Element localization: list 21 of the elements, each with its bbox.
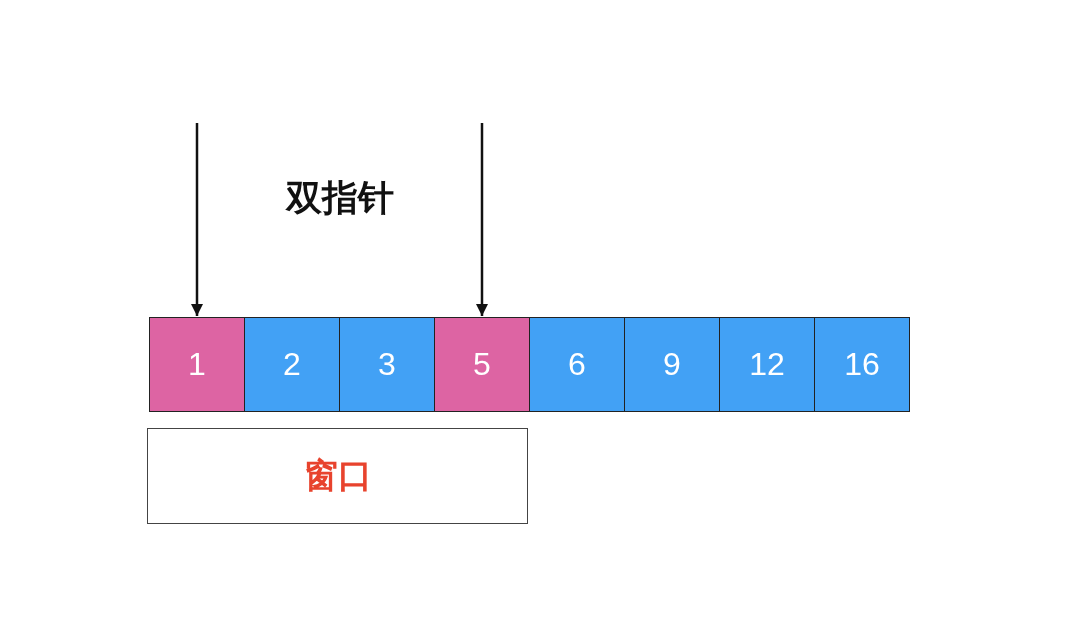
cell-value: 1 xyxy=(188,346,206,383)
array-cell xyxy=(529,317,625,412)
pointer-arrow xyxy=(475,123,489,316)
array-cell xyxy=(814,317,910,412)
heading-text: 双指针 xyxy=(284,176,395,220)
array-cell xyxy=(149,317,245,412)
window-box xyxy=(147,428,528,524)
array-cell xyxy=(719,317,815,412)
cell-value: 9 xyxy=(663,346,681,383)
cell-value: 3 xyxy=(378,346,396,383)
array-cell xyxy=(434,317,530,412)
cell-value: 6 xyxy=(568,346,586,383)
array-cell xyxy=(339,317,435,412)
cell-value: 5 xyxy=(473,346,491,383)
window-label: 窗口 xyxy=(303,454,372,497)
array-cell xyxy=(244,317,340,412)
cell-value: 2 xyxy=(283,346,301,383)
array-cell xyxy=(624,317,720,412)
cell-value: 12 xyxy=(749,346,785,383)
pointer-arrow xyxy=(190,123,204,316)
cell-value: 16 xyxy=(844,346,880,383)
